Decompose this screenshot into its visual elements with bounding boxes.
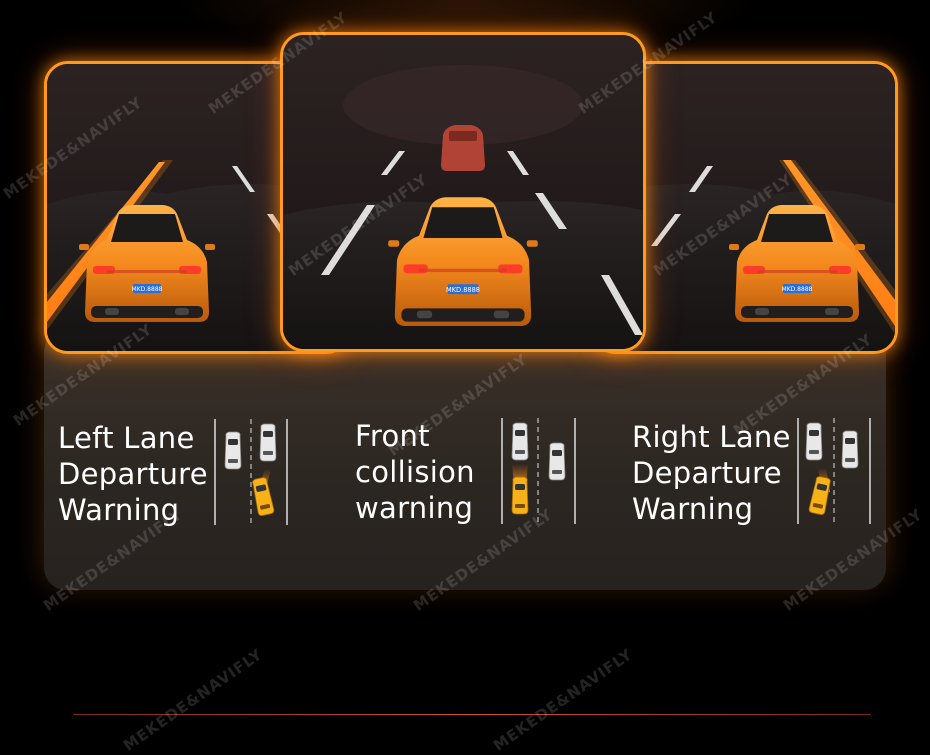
front-collision-label: Front collision warning — [355, 418, 475, 526]
label-line: collision — [355, 455, 475, 489]
info-panel — [44, 330, 886, 590]
left-lane-departure-label: Left Lane Departure Warning — [58, 420, 208, 528]
front-collision-diagram-icon — [501, 418, 576, 524]
label-line: Departure — [632, 456, 782, 490]
right-lane-departure-scene — [592, 61, 898, 354]
label-line: Right Lane — [632, 420, 791, 454]
right-lane-diagram-icon — [797, 418, 871, 524]
front-collision-scene — [280, 32, 646, 352]
label-line: warning — [355, 491, 474, 525]
label-line: Warning — [632, 492, 754, 526]
label-line: Front — [355, 419, 430, 453]
bottom-divider — [73, 714, 871, 715]
front-vehicle — [441, 125, 485, 171]
label-line: Departure — [58, 457, 208, 491]
left-lane-diagram-icon — [214, 419, 288, 525]
label-line: Left Lane — [58, 421, 195, 455]
label-line: Warning — [58, 493, 180, 527]
right-lane-departure-label: Right Lane Departure Warning — [632, 419, 791, 527]
